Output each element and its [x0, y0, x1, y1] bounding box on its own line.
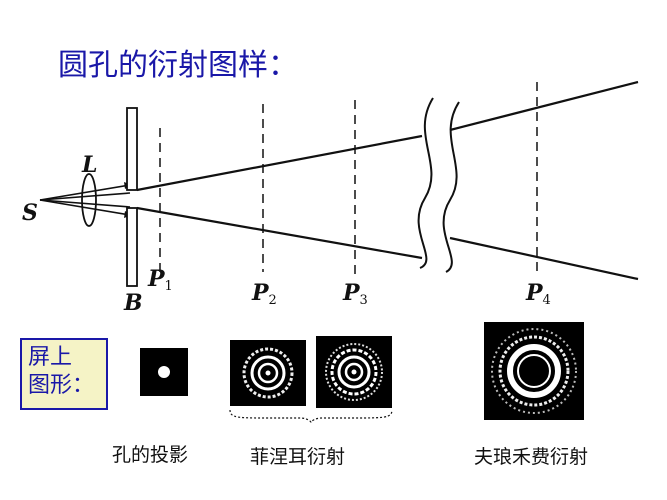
barrier-label: B: [124, 290, 143, 316]
break-marks: [417, 97, 460, 273]
beam-edges: [136, 80, 639, 281]
caption-fraunhofer: 夫琅禾费衍射: [474, 446, 589, 468]
ray-upper: [39, 184, 131, 201]
caption-hole-projection: 孔的投影: [112, 444, 189, 466]
lens: [81, 173, 97, 227]
fraunhofer-pattern: [484, 322, 584, 420]
beam-top-near: [136, 134, 423, 192]
ray-mid-lower: [39, 199, 131, 208]
ray-lower: [39, 199, 131, 216]
fresnel-pattern-2: [316, 336, 392, 408]
beam-bottom-near: [136, 206, 423, 260]
barrier-bottom: [126, 207, 138, 287]
lens-label: L: [82, 152, 98, 178]
plane-label-p2: P2: [252, 280, 277, 308]
plane-label-p4: P4: [526, 280, 551, 308]
caption-fresnel: 菲涅耳衍射: [250, 446, 346, 468]
beam-bottom-far: [449, 236, 639, 281]
screen-pattern-box: 屏上 图形：: [20, 338, 108, 410]
screen-box-line1: 屏上: [28, 345, 73, 370]
fresnel-pattern-1: [230, 340, 306, 406]
ray-mid-upper: [39, 192, 131, 201]
fresnel-bracket: [229, 409, 393, 423]
source-label: S: [22, 200, 38, 226]
screen-box-line2: 图形：: [28, 373, 95, 398]
page-title: 圆孔的衍射图样：: [58, 48, 298, 83]
beam-top-far: [449, 80, 639, 132]
plane-label-p1: P1: [148, 266, 173, 294]
source-rays: [39, 184, 131, 216]
observation-planes: [159, 82, 538, 275]
plane-label-p3: P3: [343, 280, 368, 308]
barrier-top: [126, 107, 138, 191]
hole-projection-image: [140, 348, 188, 396]
